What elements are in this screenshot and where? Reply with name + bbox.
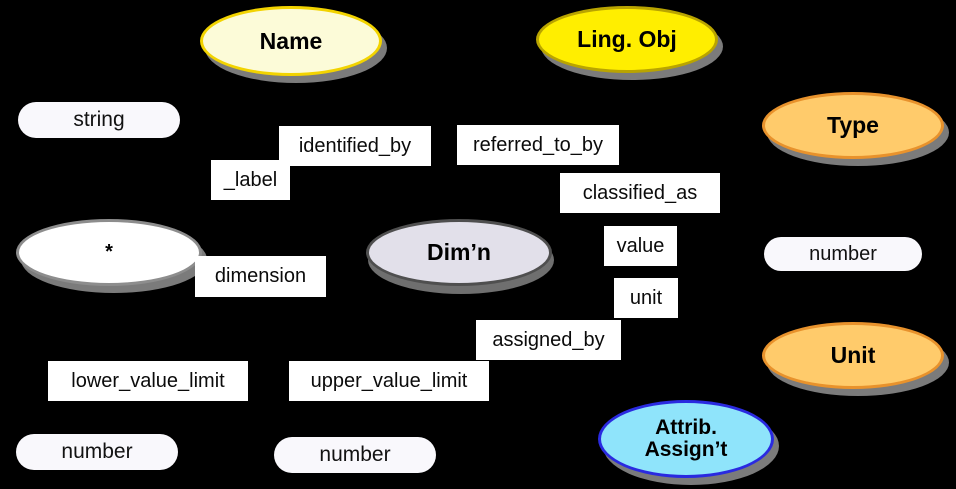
edge-label-label[interactable]: _label	[211, 160, 290, 200]
literal-number-left[interactable]: number	[16, 434, 178, 470]
node-star-anonymous[interactable]: *	[16, 219, 202, 286]
node-name-label: Name	[259, 27, 323, 54]
edge-label-label-text: _label	[223, 168, 278, 191]
edge-label-value[interactable]: value	[604, 226, 677, 266]
edge-label-lower-value-limit-text: lower_value_limit	[71, 369, 225, 392]
edge-label-assigned-by[interactable]: assigned_by	[476, 320, 621, 360]
node-attrib-assignment[interactable]: Attrib. Assign’t	[598, 400, 774, 478]
literal-number-middle[interactable]: number	[274, 437, 436, 473]
node-ling-obj[interactable]: Ling. Obj	[536, 6, 718, 73]
edge-label-identified-by-text: identified_by	[298, 134, 412, 157]
literal-string-label: string	[73, 108, 125, 131]
node-star-label: *	[105, 241, 113, 263]
node-dimn-label: Dim’n	[427, 239, 491, 266]
edge-label-value-text: value	[616, 234, 665, 257]
edge-label-dimension[interactable]: dimension	[195, 256, 326, 297]
edge-label-classified-as-text: classified_as	[582, 181, 698, 204]
edge-label-referred-to-by-text: referred_to_by	[472, 133, 604, 156]
edge-label-upper-value-limit[interactable]: upper_value_limit	[289, 361, 489, 401]
edge-label-unit-text: unit	[629, 286, 663, 309]
node-type[interactable]: Type	[762, 92, 944, 159]
node-dimn[interactable]: Dim’n	[366, 219, 552, 286]
edge-label-classified-as[interactable]: classified_as	[560, 173, 720, 213]
edge-label-assigned-by-text: assigned_by	[492, 328, 605, 351]
edge-label-referred-to-by[interactable]: referred_to_by	[457, 125, 619, 165]
literal-number-left-label: number	[61, 440, 133, 463]
node-unit-label: Unit	[830, 342, 876, 369]
literal-number-middle-label: number	[319, 443, 391, 466]
edge-label-dimension-text: dimension	[214, 265, 307, 287]
literal-number-right[interactable]: number	[764, 237, 922, 271]
edge-label-upper-value-limit-text: upper_value_limit	[310, 369, 468, 392]
edge-label-lower-value-limit[interactable]: lower_value_limit	[48, 361, 248, 401]
node-name[interactable]: Name	[200, 6, 382, 76]
literal-string[interactable]: string	[18, 102, 180, 138]
node-ling-obj-label: Ling. Obj	[577, 26, 677, 53]
node-unit[interactable]: Unit	[762, 322, 944, 389]
edge-label-unit[interactable]: unit	[614, 278, 678, 318]
node-attrib-assignment-label-line1: Attrib.	[655, 415, 717, 439]
node-attrib-assignment-label-line2: Assign’t	[644, 438, 728, 461]
edge-label-identified-by[interactable]: identified_by	[279, 126, 431, 166]
literal-number-right-label: number	[809, 242, 877, 265]
node-type-label: Type	[827, 112, 879, 139]
